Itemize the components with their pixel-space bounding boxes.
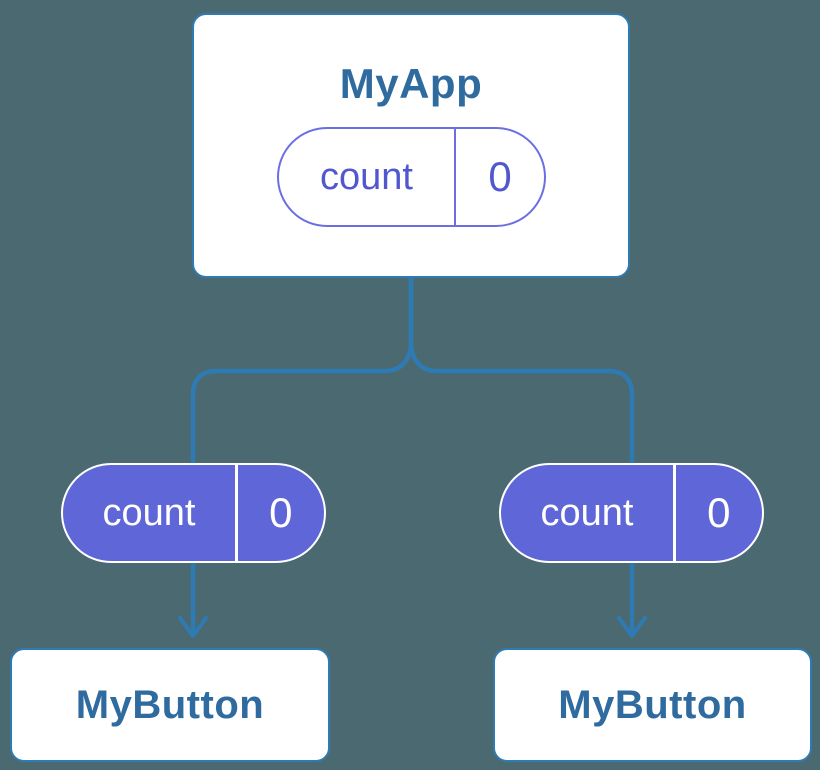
arrowhead-down-right-icon — [617, 616, 647, 638]
state-label: count — [320, 155, 413, 198]
pill-divider — [235, 465, 238, 561]
prop-pill-right: count 0 — [499, 463, 764, 563]
prop-label: count — [102, 491, 196, 534]
arrowhead-down-left-icon — [178, 616, 208, 638]
prop-pill-left: count 0 — [61, 463, 326, 563]
component-card-mybutton-right: MyButton — [493, 648, 812, 762]
state-value: 0 — [488, 153, 512, 200]
component-card-mybutton-left: MyButton — [10, 648, 330, 762]
prop-label: count — [540, 491, 634, 534]
component-name: MyButton — [75, 682, 265, 727]
prop-value: 0 — [707, 489, 731, 536]
component-name: MyApp — [339, 60, 483, 107]
pill-divider — [673, 465, 676, 561]
state-pill: count 0 — [277, 127, 546, 227]
pill-divider — [454, 129, 456, 225]
prop-value: 0 — [269, 489, 293, 536]
component-name: MyButton — [558, 682, 747, 727]
connector-fork-right — [408, 278, 635, 633]
component-card-myapp: MyApp count 0 — [192, 13, 630, 278]
connector-fork-left — [190, 278, 414, 633]
